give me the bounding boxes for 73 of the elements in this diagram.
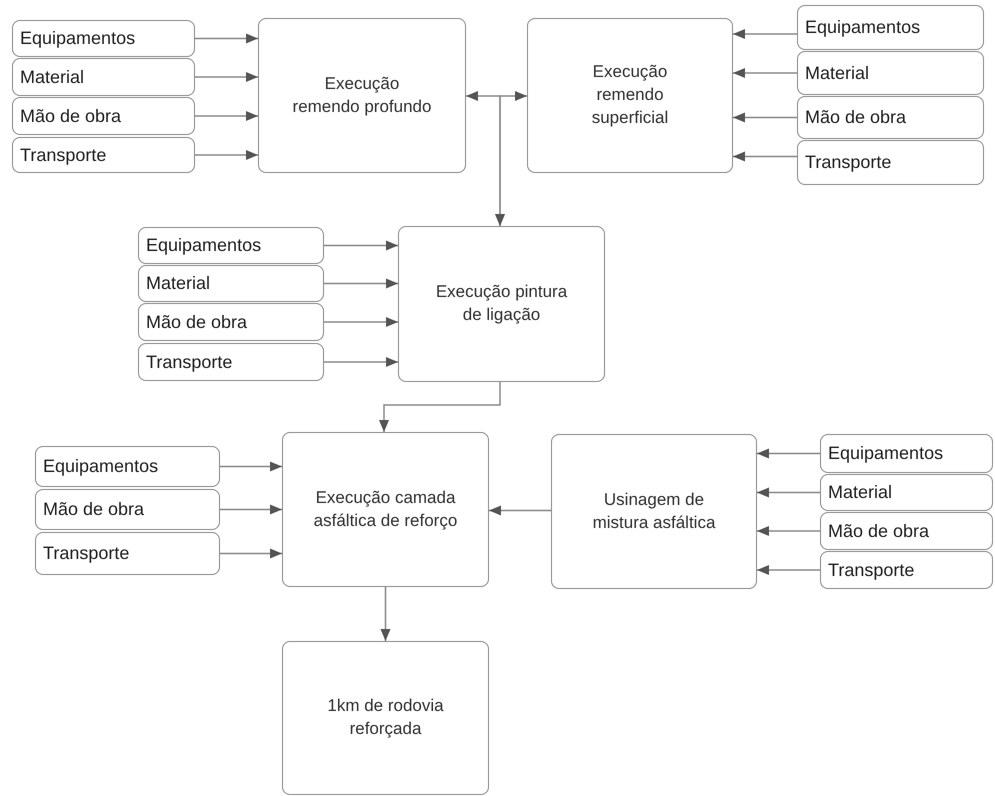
arrow: [195, 150, 258, 160]
input-box: [820, 434, 993, 473]
box-label: Execução camada asfáltica de reforço: [313, 486, 458, 532]
input-box: [12, 97, 195, 135]
input-box: [797, 96, 984, 139]
arrow: [324, 357, 398, 367]
input-box: [12, 58, 195, 96]
input-box: [35, 489, 220, 530]
arrow: [379, 382, 501, 432]
input-box: [12, 137, 195, 173]
box-label: Usinagem de mistura asfáltica: [592, 488, 716, 534]
box-label: Mão de obra: [43, 499, 144, 520]
process-box: [551, 434, 757, 589]
input-box: [138, 343, 324, 381]
box-label: Equipamentos: [43, 456, 158, 477]
box-label: Equipamentos: [146, 235, 262, 256]
arrow: [757, 488, 820, 498]
box-label: Execução remendo profundo: [292, 72, 432, 118]
box-label: Transporte: [805, 152, 892, 173]
input-box: [12, 20, 195, 57]
box-label: Transporte: [828, 560, 914, 580]
arrow: [324, 278, 398, 288]
input-box: [138, 265, 324, 302]
arrow: [733, 68, 797, 78]
process-box: [258, 18, 466, 173]
box-label: Transporte: [146, 352, 232, 372]
input-box: [138, 303, 324, 341]
input-box: [797, 140, 984, 185]
box-label: Equipamentos: [805, 17, 920, 38]
box-label: Mão de obra: [20, 106, 122, 126]
box-label: Mão de obra: [146, 312, 248, 332]
input-box: [35, 446, 220, 487]
box-label: Transporte: [20, 144, 106, 166]
arrow: [733, 152, 797, 162]
arrow: [489, 506, 551, 516]
arrow: [220, 548, 282, 558]
box-label: Material: [20, 66, 84, 88]
box-label: Equipamentos: [828, 443, 944, 464]
arrow: [195, 72, 258, 82]
box-label: Material: [805, 62, 870, 84]
arrow: [733, 112, 797, 122]
arrow: [757, 526, 820, 536]
process-box: [282, 641, 489, 795]
box-label: Execução remendo superficial: [590, 61, 670, 129]
box-label: Execução pintura de ligação: [434, 281, 568, 326]
box-label: Material: [146, 273, 210, 294]
process-box: [282, 432, 489, 587]
arrow: [195, 34, 258, 44]
process-box: [527, 18, 733, 173]
arrow: [495, 91, 527, 226]
box-label: 1km de rodovia reforçada: [326, 695, 445, 740]
box-label: Transporte: [43, 543, 130, 564]
input-box: [820, 474, 993, 511]
arrow: [380, 587, 390, 641]
box-label: Mão de obra: [828, 520, 930, 542]
arrow: [324, 317, 398, 327]
arrow: [324, 240, 398, 250]
input-box: [797, 5, 984, 50]
box-label: Material: [828, 482, 892, 503]
input-box: [797, 51, 984, 95]
box-label: Mão de obra: [805, 107, 906, 128]
process-box: [398, 226, 605, 382]
arrow: [757, 565, 820, 575]
arrow: [220, 462, 282, 472]
input-box: [35, 532, 220, 575]
input-box: [820, 512, 993, 550]
arrow: [195, 111, 258, 121]
arrow: [757, 448, 820, 458]
arrow: [733, 29, 797, 39]
input-box: [820, 551, 993, 589]
arrow: [220, 504, 282, 514]
input-box: [138, 227, 324, 264]
box-label: Equipamentos: [20, 28, 136, 49]
